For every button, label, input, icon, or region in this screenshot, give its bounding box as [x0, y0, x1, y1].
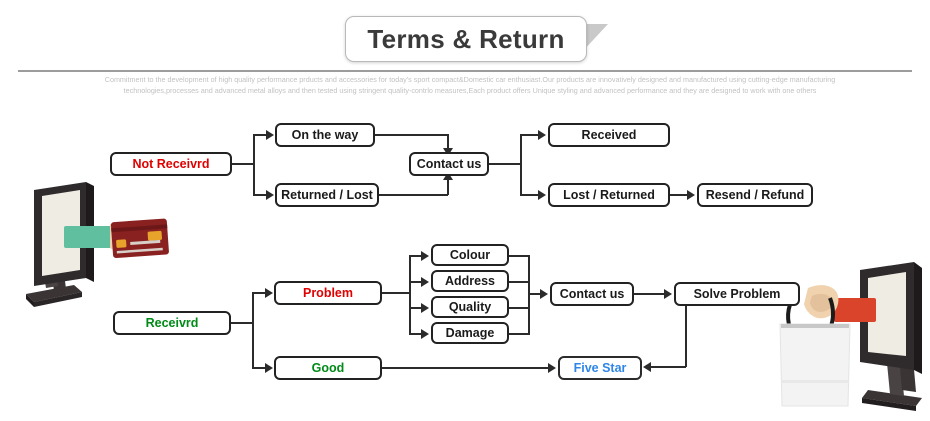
flow-box-solve-problem[interactable]: Solve Problem — [674, 282, 800, 306]
header: Terms & Return — [0, 0, 930, 62]
flow-box-resend-refund[interactable]: Resend / Refund — [697, 183, 813, 207]
flow-box-five-star[interactable]: Five Star — [558, 356, 642, 380]
flow-box-received-start[interactable]: Receivrd — [113, 311, 231, 335]
intro-line-2: technologies,processes and advanced meta… — [123, 86, 817, 95]
connector-to-good — [252, 367, 267, 369]
connector-on-the-way-out — [375, 134, 448, 136]
connector-not-received-stem — [232, 163, 254, 165]
connector-to-colour — [409, 255, 423, 257]
connector-issues-to-contact-us — [528, 293, 542, 295]
arrow-to-five-star — [548, 363, 556, 373]
connector-damage-out — [509, 333, 529, 335]
arrow-up-to-contact-us-bottom — [443, 172, 453, 180]
connector-split-vertical-top — [253, 135, 255, 195]
connector-received-stem — [231, 322, 253, 324]
arrow-to-solve-problem — [664, 289, 672, 299]
connector-to-problem — [252, 292, 267, 294]
flow-box-lost-returned[interactable]: Lost / Returned — [548, 183, 670, 207]
flow-box-good[interactable]: Good — [274, 356, 382, 380]
arrow-to-returned-lost — [266, 190, 274, 200]
header-divider — [18, 70, 912, 72]
connector-address-out — [509, 281, 529, 283]
connector-to-quality — [409, 307, 423, 309]
arrow-to-good — [265, 363, 273, 373]
arrow-to-on-the-way — [266, 130, 274, 140]
arrow-to-problem — [265, 288, 273, 298]
arrow-to-received — [538, 130, 546, 140]
arrow-to-colour — [421, 251, 429, 261]
connector-bottom-split-vertical — [252, 292, 254, 368]
intro-line-1: Commitment to the development of high qu… — [104, 75, 836, 84]
connector-to-received — [520, 134, 540, 136]
flow-box-damage[interactable]: Damage — [431, 322, 509, 344]
connector-issues-merge-vertical — [528, 255, 530, 335]
arrow-to-damage — [421, 329, 429, 339]
arrow-to-address — [421, 277, 429, 287]
connector-on-the-way-down — [447, 134, 449, 150]
arrow-to-resend-refund — [687, 190, 695, 200]
flow-box-contact-us-top[interactable]: Contact us — [409, 152, 489, 176]
flow-box-problem[interactable]: Problem — [274, 281, 382, 305]
flow-box-received[interactable]: Received — [548, 123, 670, 147]
connector-colour-out — [509, 255, 529, 257]
monitor-hand-shopping-bag-illustration — [779, 262, 922, 411]
connector-returned-lost-up — [447, 178, 449, 195]
flow-box-on-the-way[interactable]: On the way — [275, 123, 375, 147]
page-title: Terms & Return — [367, 23, 565, 54]
flow-box-colour[interactable]: Colour — [431, 244, 509, 266]
connector-to-address — [409, 281, 423, 283]
flow-box-returned-lost[interactable]: Returned / Lost — [275, 183, 379, 207]
connector-to-resend-refund — [670, 194, 690, 196]
arrow-to-lost-returned — [538, 190, 546, 200]
monitor-hand-credit-card-illustration — [26, 182, 169, 307]
intro-paragraph: Commitment to the development of high qu… — [55, 74, 885, 96]
flow-box-address[interactable]: Address — [431, 270, 509, 292]
connector-returned-lost-out — [379, 194, 448, 196]
arrow-to-quality — [421, 303, 429, 313]
connector-to-on-the-way — [253, 134, 268, 136]
connector-issues-split-vertical — [409, 255, 411, 333]
flow-box-contact-us-bottom[interactable]: Contact us — [550, 282, 634, 306]
flow-box-quality[interactable]: Quality — [431, 296, 509, 318]
arrow-left-to-five-star — [643, 362, 651, 372]
connector-contact-us-to-solve — [634, 293, 666, 295]
connector-quality-out — [509, 307, 529, 309]
connector-good-to-five-star — [382, 367, 550, 369]
arrow-to-contact-us-bottom — [540, 289, 548, 299]
flow-box-not-received[interactable]: Not Receivrd — [110, 152, 232, 176]
connector-to-returned-lost — [253, 194, 268, 196]
page-title-badge: Terms & Return — [345, 16, 587, 62]
connector-solve-problem-down — [685, 306, 687, 367]
connector-to-damage — [409, 333, 423, 335]
connector-contact-us-out-top — [489, 163, 521, 165]
connector-solve-problem-to-five-star — [650, 366, 686, 368]
connector-right-split-vertical — [520, 134, 522, 195]
connector-to-lost-returned — [520, 194, 540, 196]
connector-problem-out — [382, 292, 410, 294]
